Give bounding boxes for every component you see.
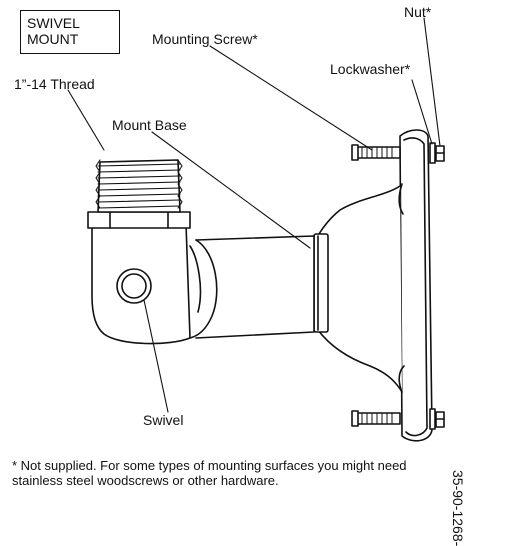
threaded-stud <box>97 159 181 213</box>
diagram-title-box: SWIVEL MOUNT <box>20 10 120 54</box>
label-mounting-screw: Mounting Screw* <box>152 31 258 47</box>
lockwasher-top <box>429 142 436 164</box>
swivel-pivot-inner <box>121 273 147 299</box>
leader-nut <box>423 17 441 147</box>
label-mount-base: Mount Base <box>112 117 187 133</box>
label-lockwasher: Lockwasher* <box>330 61 411 77</box>
label-swivel: Swivel <box>143 412 184 428</box>
leader-lockwasher <box>411 79 433 145</box>
mounting-screw-top <box>355 146 401 159</box>
footnote: * Not supplied. For some types of mounti… <box>12 458 407 488</box>
leader-swivel <box>143 299 169 413</box>
leader-mount-base <box>151 131 311 249</box>
lockwasher-bottom <box>429 408 436 430</box>
footnote-line-2: stainless steel woodscrews or other hard… <box>12 473 279 488</box>
thread-hex <box>87 211 191 229</box>
swivel-tube <box>195 235 315 339</box>
title-line-2: MOUNT <box>27 31 79 47</box>
collar-ring <box>313 233 329 333</box>
swivel-mount-drawing <box>67 17 445 442</box>
mounting-screw-bottom <box>355 412 401 425</box>
title-line-1: SWIVEL <box>27 15 80 31</box>
document-number: 35-90-1268- <box>450 470 466 546</box>
leader-mounting-screw <box>209 45 373 151</box>
footnote-line-1: * Not supplied. For some types of mounti… <box>12 458 407 473</box>
mount-base-body <box>317 185 403 393</box>
leader-thread <box>67 89 105 151</box>
label-thread: 1”-14 Thread <box>14 76 95 92</box>
label-nut: Nut* <box>404 4 432 20</box>
mount-base-plate-edge <box>403 137 428 437</box>
